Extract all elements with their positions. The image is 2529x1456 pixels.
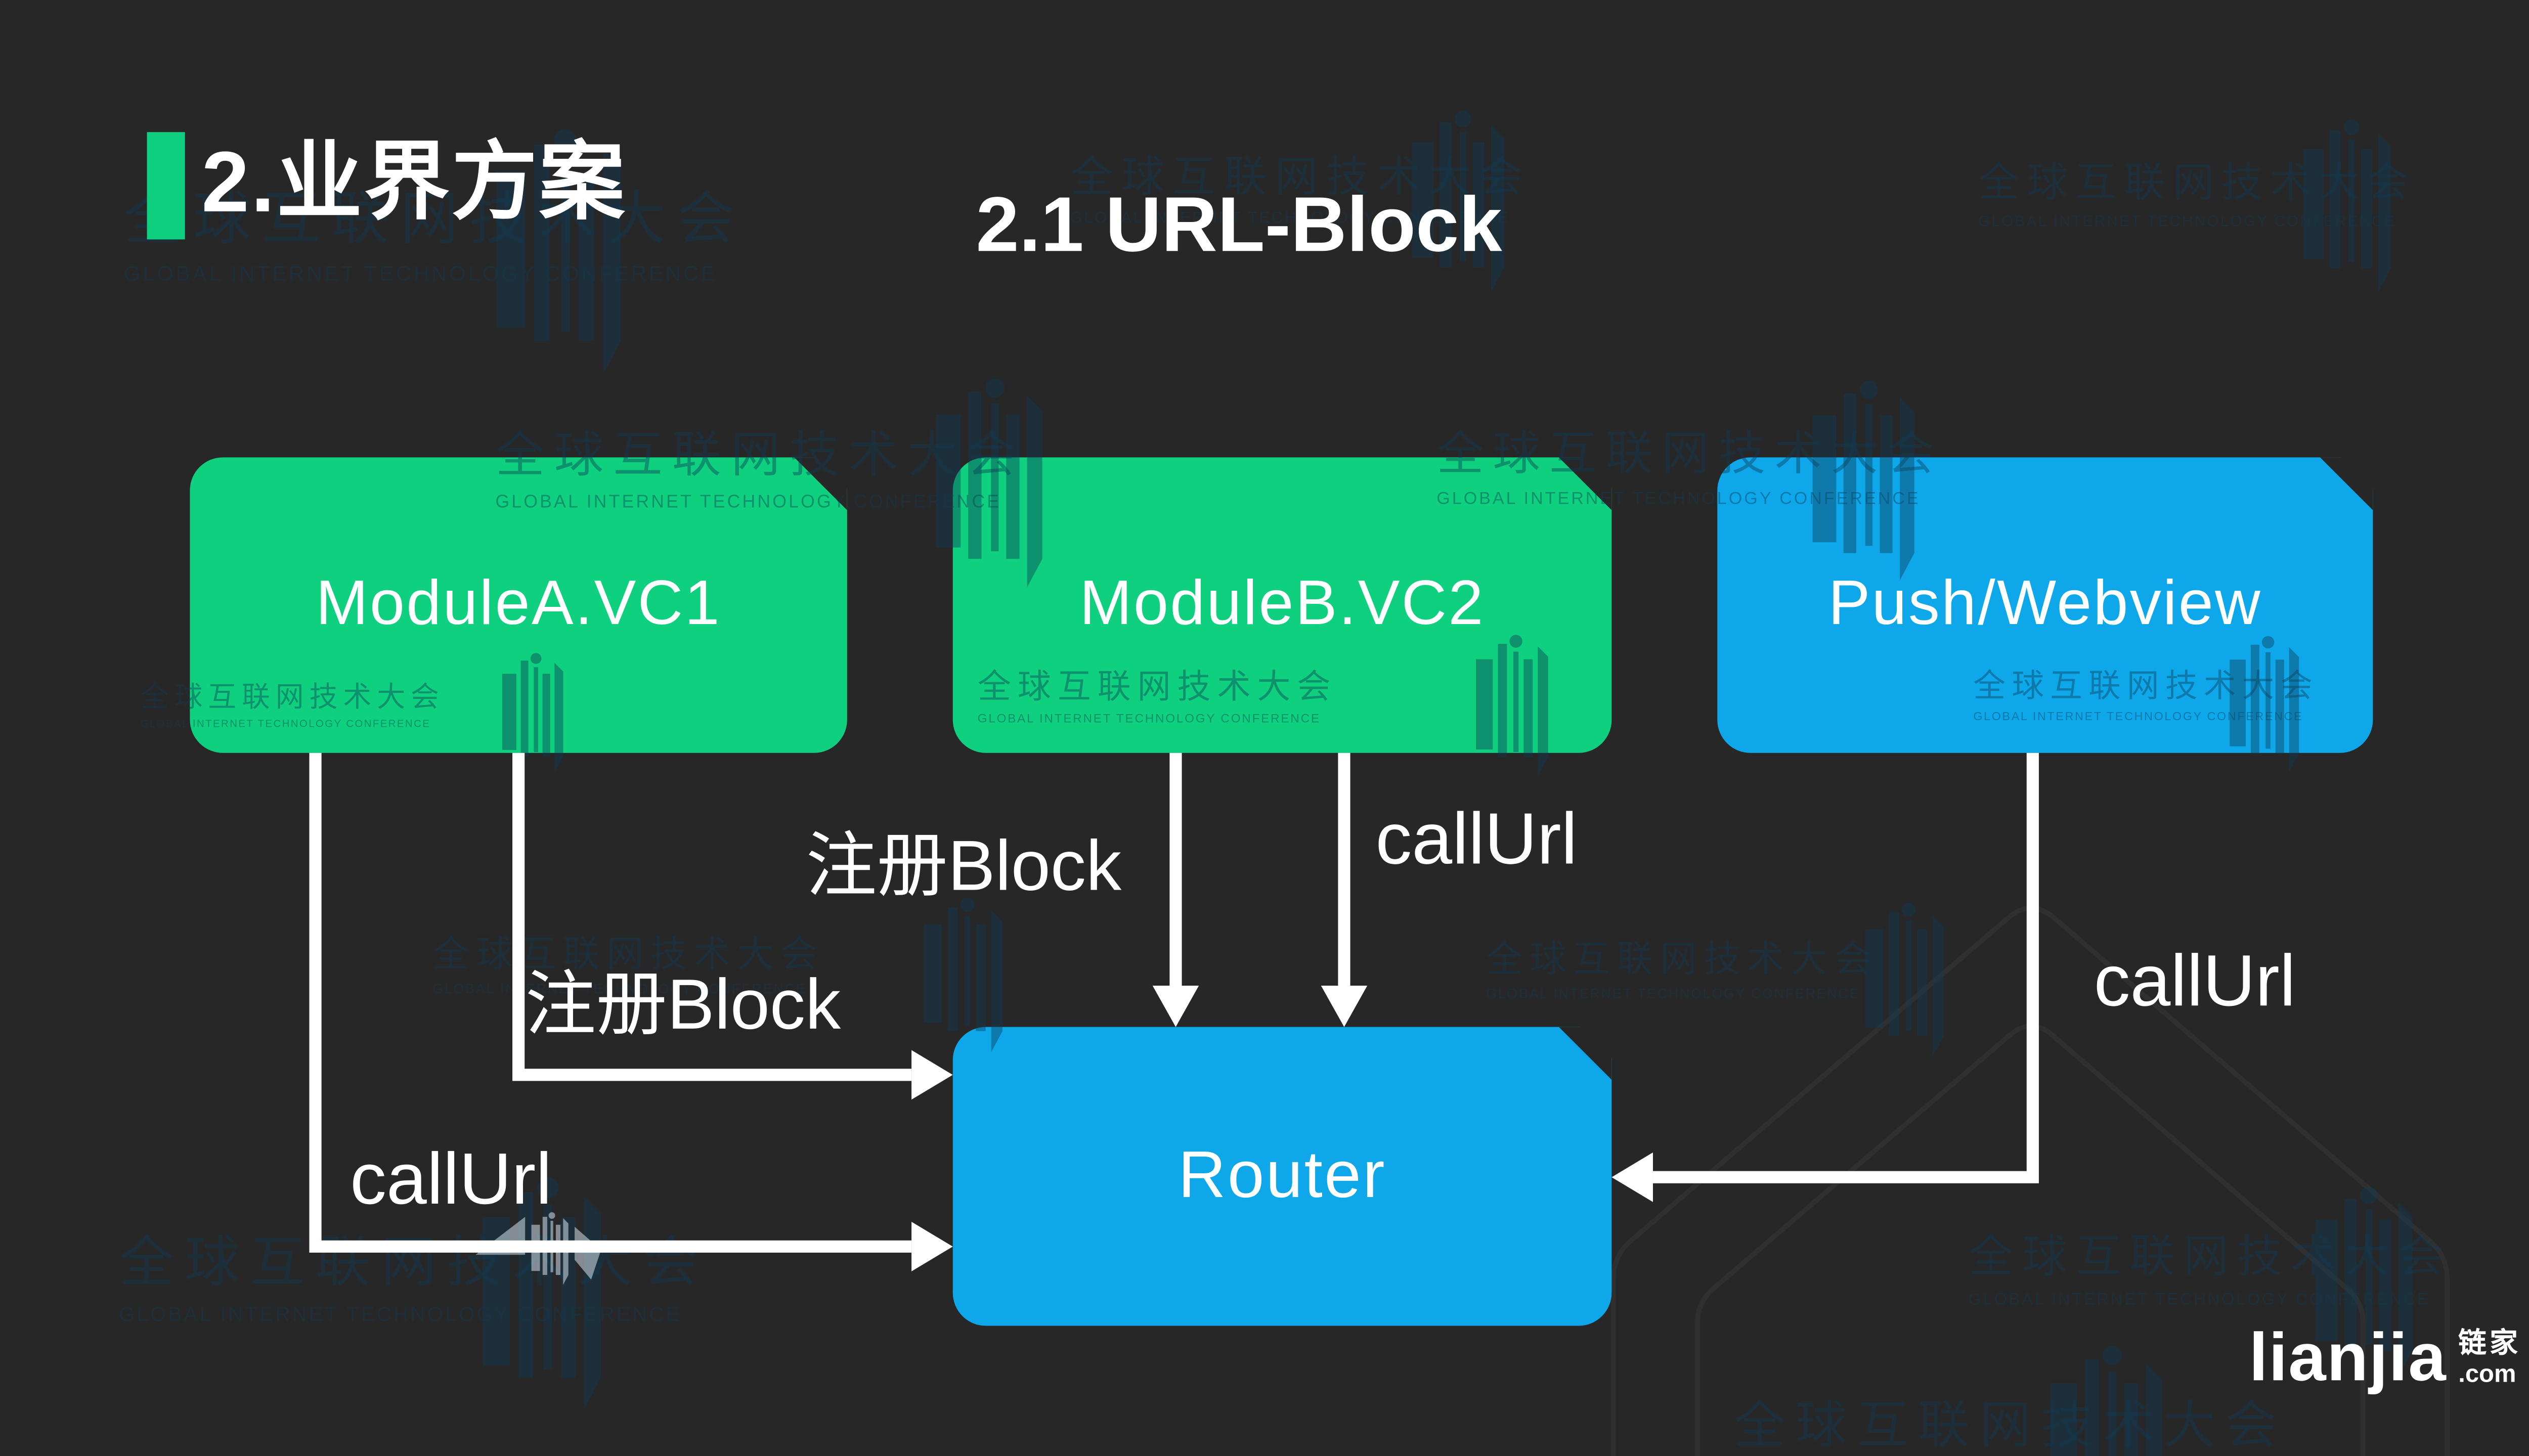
corner-cut — [2320, 457, 2373, 510]
lianjia-cn: 链家 — [2458, 1327, 2521, 1359]
lianjia-logo-side: 链家 .com — [2458, 1329, 2521, 1387]
node-module-b-vc2: ModuleB.VC2 — [952, 457, 1612, 753]
edge-label-callurl-a: callUrl — [350, 1139, 552, 1220]
lianjia-domain: .com — [2458, 1360, 2516, 1389]
lianjia-wordmark: lianjia — [2249, 1319, 2447, 1395]
node-module-a-vc1: ModuleA.VC1 — [190, 457, 847, 753]
edge-label-callurl-b: callUrl — [1375, 799, 1578, 880]
edge-label-register-block-b: 注册Block — [806, 827, 1122, 907]
node-router: Router — [952, 1027, 1612, 1326]
edge-label-register-block-a: 注册Block — [525, 965, 841, 1045]
section-subtitle: 2.1 URL-Block — [976, 180, 1502, 268]
page-title: 2.业界方案 — [201, 135, 627, 232]
node-label: Router — [1178, 1139, 1386, 1212]
node-label: ModuleA.VC1 — [316, 569, 721, 639]
node-label: ModuleB.VC2 — [1079, 569, 1485, 639]
edge-label-callurl-push: callUrl — [2094, 941, 2296, 1022]
header: 2.业界方案 — [147, 132, 627, 240]
node-label: Push/Webview — [1828, 569, 2262, 639]
corner-cut — [794, 457, 847, 510]
corner-cut — [1558, 457, 1612, 510]
node-push-webview: Push/Webview — [1717, 457, 2373, 753]
corner-cut — [1558, 1027, 1612, 1080]
lianjia-logo: lianjia 链家 .com — [2249, 1319, 2521, 1395]
title-accent-bar — [147, 132, 185, 240]
